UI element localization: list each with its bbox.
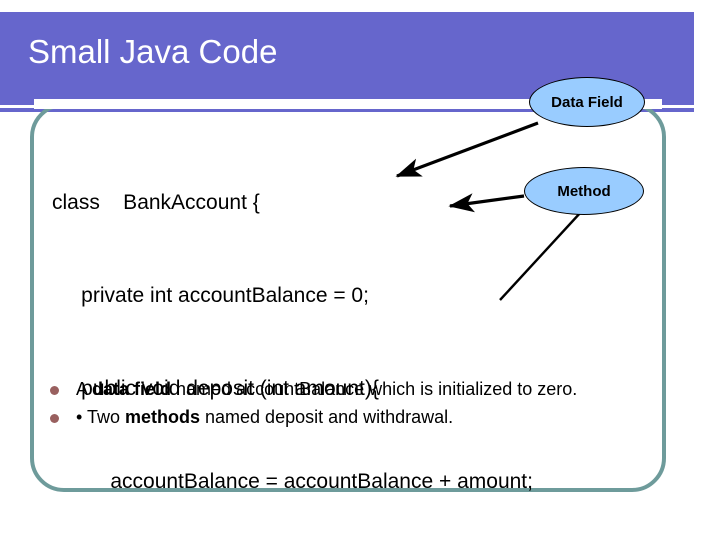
summary-bullet-list: A data field named accountBalance which …: [42, 378, 668, 434]
frame-top-mask: [34, 99, 662, 109]
bullet-dot-icon: [50, 414, 59, 423]
list-item-text: A data field named accountBalance which …: [76, 379, 578, 399]
callout-method[interactable]: Method: [524, 167, 644, 215]
list-item-text: • Two methods named deposit and withdraw…: [76, 407, 454, 427]
code-line: private int accountBalance = 0;: [52, 284, 369, 307]
code-line: class BankAccount {: [52, 191, 260, 214]
code-line: accountBalance = accountBalance + amount…: [52, 470, 533, 493]
list-item: • Two methods named deposit and withdraw…: [42, 406, 668, 428]
callout-label: Data Field: [551, 93, 623, 111]
java-code-block: class BankAccount { private int accountB…: [52, 125, 652, 540]
callout-data-field[interactable]: Data Field: [529, 77, 645, 127]
code-line: public void deposit (int amount){: [52, 377, 379, 400]
bullet-dot-icon: [50, 386, 59, 395]
callout-label: Method: [557, 182, 611, 200]
page-title: Small Java Code: [28, 33, 278, 70]
list-item: A data field named accountBalance which …: [42, 378, 668, 400]
